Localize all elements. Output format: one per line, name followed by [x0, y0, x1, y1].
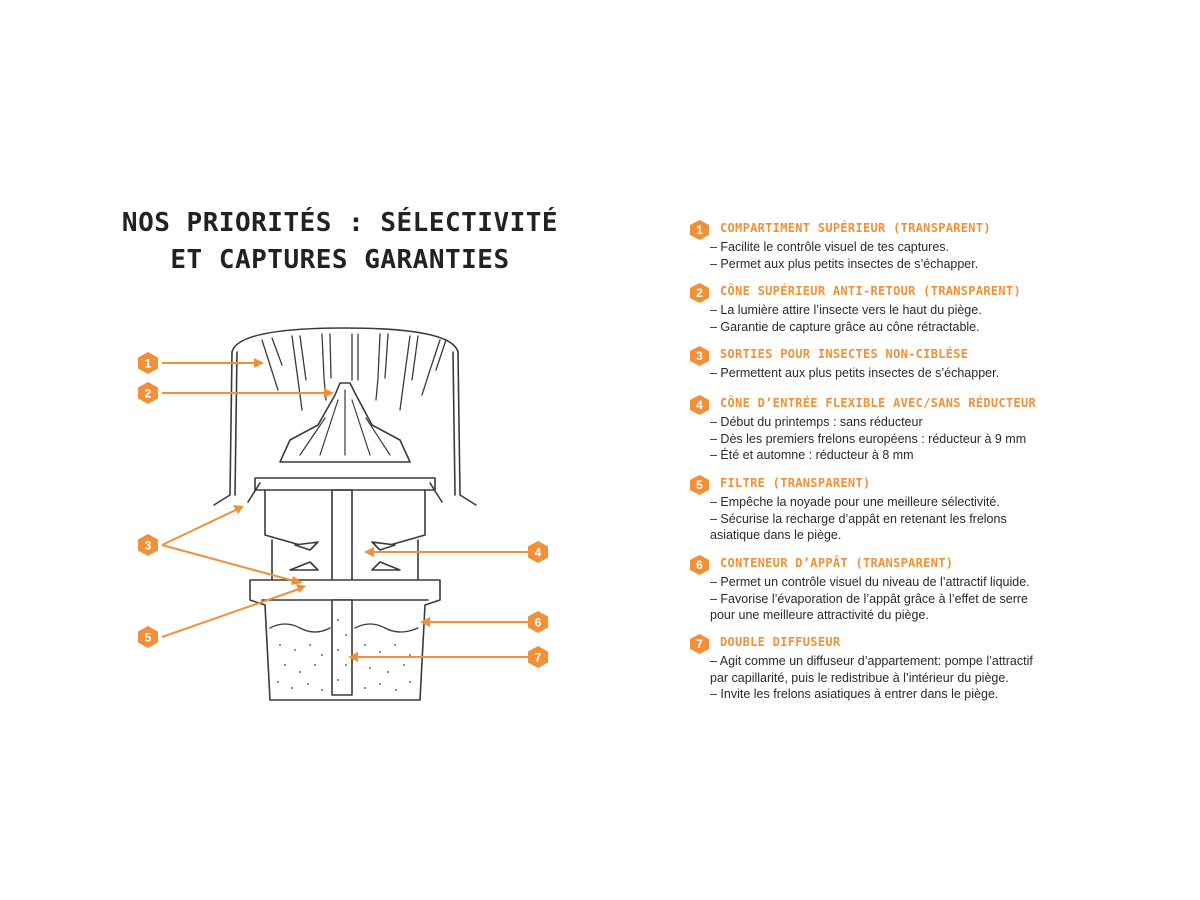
- pointer-3a: [161, 507, 241, 546]
- pointer-3b: [161, 544, 299, 583]
- callout-label-7: 7: [535, 651, 542, 665]
- liquid-surface: [269, 623, 419, 633]
- feature-7-description: – Agit comme un diffuseur d’appartement:…: [710, 653, 1090, 703]
- feature-3-description: – Permettent aux plus petits insectes de…: [710, 365, 1090, 382]
- feature-3-number: 3: [690, 346, 709, 366]
- feature-4-line-3: – Été et automne : réducteur à 8 mm: [710, 448, 914, 462]
- feature-4-description: – Début du printemps : sans réducteur – …: [710, 414, 1090, 464]
- title-line-2: ET CAPTURES GARANTIES: [170, 245, 510, 275]
- title-line-1: NOS PRIORITÉS : SÉLECTIVITÉ: [121, 208, 559, 238]
- feature-2-line-2: – Garantie de capture grâce au cône rétr…: [710, 319, 980, 334]
- feature-5-number: 5: [690, 475, 709, 495]
- dome-slits: [261, 333, 447, 411]
- feature-6-heading: CONTENEUR D’APPÂT (TRANSPARENT): [720, 556, 954, 570]
- feature-2-heading: CÔNE SUPÉRIEUR ANTI-RETOUR (TRANSPARENT): [720, 284, 1021, 298]
- callout-label-4: 4: [535, 546, 542, 560]
- feature-4-line-1: – Début du printemps : sans réducteur: [710, 415, 923, 429]
- upper-cone: [279, 382, 411, 463]
- trap-illustration: [213, 327, 477, 701]
- feature-7-number: 7: [690, 634, 709, 654]
- callout-7: 7: [528, 646, 548, 668]
- feature-1-line-1: – Facilite le contrôle visuel de tes cap…: [710, 240, 950, 254]
- feature-3-line-1: – Permettent aux plus petits insectes de…: [710, 366, 1000, 380]
- callout-4: 4: [528, 541, 548, 563]
- feature-1-heading: COMPARTIMENT SUPÉRIEUR (TRANSPARENT): [720, 221, 991, 235]
- feature-5-line-1: – Empêche la noyade pour une meilleure s…: [710, 495, 1000, 509]
- callout-label-2: 2: [145, 387, 152, 401]
- liquid-dots: [277, 619, 411, 691]
- feature-5-description: – Empêche la noyade pour une meilleure s…: [710, 494, 1090, 544]
- feature-4-line-2: – Dès les premiers frelons européens : r…: [710, 431, 1027, 446]
- callout-label-1: 1: [145, 357, 152, 371]
- callout-badges: 1 2 3 4 5 6 7: [138, 352, 548, 668]
- callout-label-3: 3: [145, 539, 152, 553]
- pointer-arrowheads: [233, 358, 430, 662]
- callout-pointers: [161, 362, 530, 658]
- callout-1: 1: [138, 352, 158, 374]
- callout-2: 2: [138, 382, 158, 404]
- feature-6-line-3: pour une meilleure attractivité du piège…: [710, 608, 929, 622]
- feature-7-line-3: – Invite les frelons asiatiques à entrer…: [710, 687, 999, 701]
- feature-4-number: 4: [690, 395, 709, 415]
- feature-6-number: 6: [690, 555, 709, 575]
- feature-1-line-2: – Permet aux plus petits insectes de s’é…: [710, 256, 979, 271]
- callout-3: 3: [138, 534, 158, 556]
- feature-6-line-1: – Permet un contrôle visuel du niveau de…: [710, 575, 1030, 589]
- callout-5: 5: [138, 626, 158, 648]
- middle-ring: [254, 477, 436, 491]
- feature-7-line-2: par capillarité, puis le redistribue à l…: [710, 670, 1009, 685]
- callout-label-6: 6: [535, 616, 542, 630]
- feature-5-line-3: asiatique dans le piège.: [710, 528, 842, 542]
- feature-2-number: 2: [690, 283, 709, 303]
- feature-7-line-1: – Agit comme un diffuseur d’appartement:…: [710, 654, 1033, 668]
- feature-6-line-2: – Favorise l’évaporation de l’appât grâc…: [710, 591, 1029, 606]
- callout-6: 6: [528, 611, 548, 633]
- top-dome: [231, 327, 459, 353]
- feature-1-description: – Facilite le contrôle visuel de tes cap…: [710, 239, 1090, 272]
- feature-7-heading: DOUBLE DIFFUSEUR: [720, 635, 841, 649]
- page-title: NOS PRIORITÉS : SÉLECTIVITÉ ET CAPTURES …: [100, 205, 580, 279]
- feature-6-description: – Permet un contrôle visuel du niveau de…: [710, 574, 1090, 624]
- feature-5-heading: FILTRE (TRANSPARENT): [720, 476, 871, 490]
- feature-1-number: 1: [690, 220, 709, 240]
- callout-label-5: 5: [145, 631, 152, 645]
- feature-5-line-2: – Sécurise la recharge d’appât en retena…: [710, 511, 1007, 526]
- trap-diagram: 1 2 3 4 5 6 7: [138, 327, 548, 701]
- feature-2-description: – La lumière attire l’insecte vers le ha…: [710, 302, 1090, 335]
- feature-4-heading: CÔNE D’ENTRÉE FLEXIBLE AVEC/SANS RÉDUCTE…: [720, 396, 1037, 410]
- pointer-5: [161, 587, 303, 638]
- feature-2-line-1: – La lumière attire l’insecte vers le ha…: [710, 303, 982, 317]
- feature-3-heading: SORTIES POUR INSECTES NON-CIBLÉSE: [720, 347, 969, 361]
